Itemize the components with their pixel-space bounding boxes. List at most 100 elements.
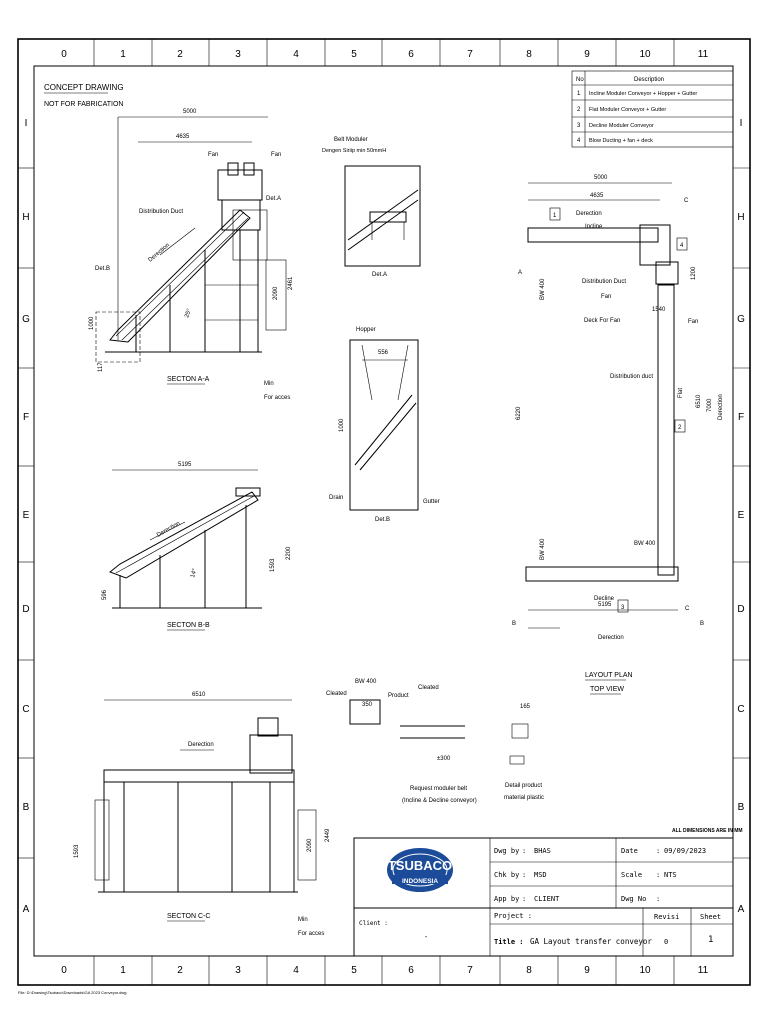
svg-text:(Incline & Decline conveyor): (Incline & Decline conveyor) [402, 798, 477, 804]
row-label: F [738, 412, 744, 423]
svg-text::: : [656, 895, 660, 903]
drawing-title: GA Layout transfer conveyor [530, 937, 652, 946]
project-label: Project : [494, 912, 532, 920]
svg-text:SECTON A-A: SECTON A-A [167, 376, 210, 383]
svg-text:Derection: Derection [598, 635, 624, 641]
col-label: 4 [293, 965, 299, 976]
svg-text:B: B [700, 621, 704, 627]
svg-text:1000: 1000 [89, 316, 95, 330]
scale-label: Scale [621, 871, 642, 879]
svg-text:BW 400: BW 400 [540, 538, 546, 560]
company-logo: TSUBACO INDONESIA [387, 848, 453, 892]
svg-text:2200: 2200 [286, 546, 292, 560]
svg-text:Det.B: Det.B [95, 266, 110, 272]
svg-text:5195: 5195 [178, 462, 192, 468]
inner-frame [33, 65, 734, 957]
col-label: 6 [408, 49, 414, 60]
chk-by-label: Chk by [494, 871, 519, 879]
svg-text::: : [522, 895, 526, 903]
col-label: 4 [293, 49, 299, 60]
svg-text:For acces: For acces [298, 931, 324, 937]
svg-text:Flat Moduler Conveyor + Gutter: Flat Moduler Conveyor + Gutter [589, 107, 666, 113]
row-label: I [25, 118, 28, 129]
svg-text:1200: 1200 [691, 266, 697, 280]
row-label: H [737, 212, 744, 223]
row-label: G [22, 314, 30, 325]
not-for-fabrication-label: NOT FOR FABRICATION [44, 101, 123, 108]
svg-text:Decline Moduler Conveyor: Decline Moduler Conveyor [589, 123, 654, 129]
svg-text::: : [522, 871, 526, 879]
row-label: A [738, 904, 745, 915]
svg-text:BW 400: BW 400 [540, 278, 546, 300]
col-label: 10 [639, 965, 651, 976]
svg-text:25°: 25° [184, 308, 193, 319]
row-label: E [23, 510, 30, 521]
title-block [353, 837, 734, 957]
dimension-note: ALL DIMENSIONS ARE IN MM [672, 828, 743, 834]
outer-frame [17, 38, 751, 986]
col-label: 2 [177, 965, 183, 976]
svg-text:14°: 14° [190, 568, 198, 579]
svg-text:Distribution duct: Distribution duct [610, 374, 653, 380]
row-label: F [23, 412, 29, 423]
svg-text:SECTON B-B: SECTON B-B [167, 622, 210, 629]
section-cc: 6510 Derection 1593 2090 2449 SECTON C-C… [74, 692, 331, 937]
svg-text:1593: 1593 [74, 844, 80, 858]
svg-text:165: 165 [520, 704, 531, 710]
svg-text:For acces: For acces [264, 395, 290, 401]
col-label: 1 [120, 49, 126, 60]
svg-text:Fan: Fan [271, 152, 281, 158]
svg-text:SECTON C-C: SECTON C-C [167, 913, 210, 920]
detail-a: Belt Moduler Dengen Siriip min 50mmH Det… [322, 137, 421, 278]
svg-text::: : [656, 847, 660, 855]
svg-text:Product: Product [388, 693, 409, 699]
row-label: B [23, 802, 30, 813]
svg-text:Request moduler belt: Request moduler belt [410, 786, 467, 792]
svg-text:Fan: Fan [208, 152, 218, 158]
svg-text:Distribution Duct: Distribution Duct [582, 279, 626, 285]
col-label: 3 [235, 49, 241, 60]
dwg-by-value: BHAS [534, 847, 551, 855]
svg-text:2461: 2461 [288, 276, 294, 290]
svg-text:5000: 5000 [183, 109, 197, 115]
client-label: Client : [359, 920, 388, 927]
svg-text:Derection: Derection [188, 742, 214, 748]
row-label: A [23, 904, 30, 915]
row-label: G [737, 314, 745, 325]
svg-text:6510: 6510 [696, 394, 702, 408]
row-label: D [22, 604, 29, 615]
svg-text:Det.A: Det.A [372, 272, 387, 278]
col-label: 11 [698, 965, 709, 976]
svg-text:2090: 2090 [307, 838, 313, 852]
app-by-label: App by [494, 895, 519, 903]
svg-text:1000: 1000 [339, 418, 345, 432]
row-label: H [22, 212, 29, 223]
col-label: 9 [584, 49, 590, 60]
col-label: 6 [408, 965, 414, 976]
svg-text:Gutter: Gutter [423, 499, 440, 505]
row-label: B [738, 802, 745, 813]
svg-text:Deck For Fan: Deck For Fan [584, 318, 620, 324]
date-value: 09/09/2023 [664, 847, 706, 855]
legend-table: No Description 1 Incline Moduler Conveyo… [571, 70, 734, 148]
svg-text:1593: 1593 [270, 558, 276, 572]
svg-text:TSUBACO: TSUBACO [388, 858, 452, 873]
svg-text:6510: 6510 [192, 692, 206, 698]
sheet-label: Sheet [700, 913, 721, 921]
svg-text::: : [656, 871, 660, 879]
detail-b: Hopper 556 1000 Drain Gutter Det.B [329, 327, 440, 523]
svg-text:Incline: Incline [585, 224, 603, 230]
col-label: 3 [235, 965, 241, 976]
app-by-value: CLIENT [534, 895, 560, 903]
svg-text:5000: 5000 [594, 175, 608, 181]
svg-text:4635: 4635 [590, 193, 604, 199]
svg-text:Description: Description [634, 77, 664, 83]
svg-text:Derection: Derection [718, 394, 724, 420]
col-label: 5 [351, 965, 357, 976]
svg-text:2449: 2449 [325, 828, 331, 842]
svg-text:4635: 4635 [176, 134, 190, 140]
svg-text:Flat: Flat [678, 388, 684, 398]
svg-text:Fan: Fan [688, 319, 698, 325]
svg-text:556: 556 [378, 350, 389, 356]
